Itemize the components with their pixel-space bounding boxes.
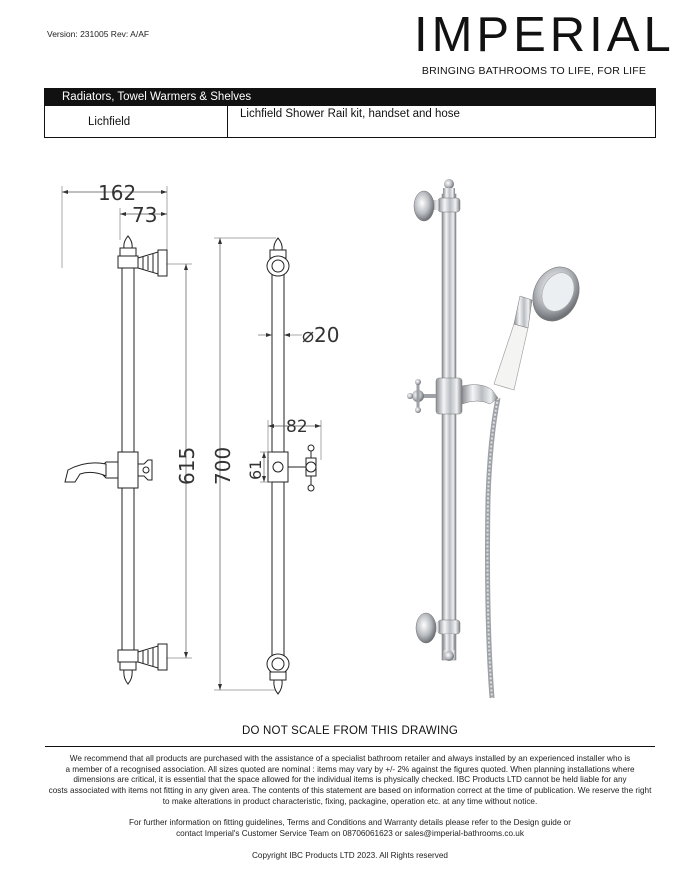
disclaimer-line: costs associated with items not fitting … [48,786,652,796]
disclaimer-line: dimensions are critical, it is essential… [73,775,627,785]
category-bar: Radiators, Towel Warmers & Shelves [44,88,656,106]
dim-diameter-20: ⌀20 [302,323,340,347]
further-info-line: For further information on fitting guide… [129,818,571,827]
product-info-row: Lichfield Lichfield Shower Rail kit, han… [44,106,656,138]
disclaimer-line: to make alterations in product character… [162,796,538,806]
brand-tagline: BRINGING BATHROOMS TO LIFE, FOR LIFE [421,65,647,77]
front-view-drawing [214,237,322,695]
do-not-scale-warning: DO NOT SCALE FROM THIS DRAWING [242,725,458,737]
product-description: Lichfield Shower Rail kit, handset and h… [240,108,460,120]
product-photo [407,179,580,699]
brand-name: IMPERIAL [414,8,675,62]
range-cell: Lichfield [45,106,228,137]
dimension-labels-front: 700 ⌀20 82 61 [211,323,340,485]
copyright-text: Copyright IBC Products LTD 2023. All Rig… [252,851,448,860]
disclaimer-line: We recommend that all products are purch… [69,754,631,763]
dim-61: 61 [246,460,265,480]
disclaimer-text: We recommend that all products are purch… [20,754,680,808]
dim-82: 82 [286,417,308,437]
dim-700: 700 [211,447,235,485]
category-label: Radiators, Towel Warmers & Shelves [62,91,252,103]
footer-divider [45,746,655,747]
dim-73: 73 [132,203,157,227]
side-view-drawing [61,186,192,685]
technical-drawing: 162 73 615 [61,179,580,699]
range-name: Lichfield [88,116,131,128]
disclaimer-line: a member of a recognised association. Al… [65,764,635,774]
dim-615: 615 [175,447,199,485]
brand-logo: IMPERIAL BRINGING BATHROOMS TO LIFE, FOR… [414,8,675,77]
further-info-line: contact Imperial's Customer Service Team… [176,828,524,838]
dim-162: 162 [98,181,136,205]
version-text: Version: 231005 Rev: A/AF [47,29,150,39]
further-info-text: For further information on fitting guide… [20,818,680,839]
dimension-labels-side: 162 73 615 [98,181,199,485]
